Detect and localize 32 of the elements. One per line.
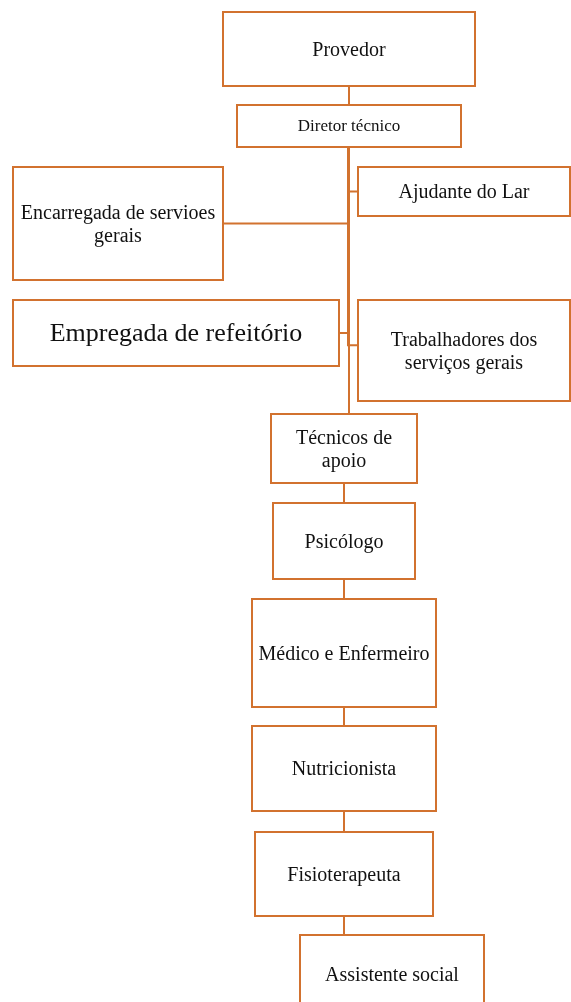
connector-line (348, 86, 350, 105)
role-label: Psicólogo (304, 529, 384, 553)
role-box (272, 502, 416, 580)
connector-line (343, 707, 345, 726)
role-box (236, 104, 462, 148)
role-label: Diretor técnico (297, 116, 401, 136)
connector-line (343, 483, 345, 503)
role-label: Ajudante do Lar (398, 180, 530, 203)
connector-line (343, 916, 345, 935)
role-label: Provedor (312, 37, 386, 61)
role-label: Trabalhadores dos serviços gerais (389, 327, 539, 374)
connector-line (348, 147, 350, 414)
role-box (357, 299, 571, 402)
connector-line (343, 811, 345, 832)
role-box (251, 725, 437, 812)
connector-line (343, 579, 345, 599)
connector-line (347, 147, 358, 347)
role-label: Fisioterapeuta (287, 862, 401, 886)
role-label: Médico e Enfermeiro (258, 641, 430, 665)
role-box (222, 11, 476, 87)
role-box (270, 413, 418, 484)
role-box (299, 934, 485, 1002)
role-label: Técnicos de apoio (294, 425, 394, 472)
role-box (12, 299, 340, 367)
role-label: Nutricionista (291, 757, 397, 780)
role-box (251, 598, 437, 708)
role-box (12, 166, 224, 281)
role-label: Assistente social (325, 962, 459, 986)
role-label: Empregada de refeitório (49, 318, 303, 348)
role-label: Encarregada de servioes gerais (19, 200, 217, 247)
role-box (254, 831, 434, 917)
role-box (357, 166, 571, 217)
